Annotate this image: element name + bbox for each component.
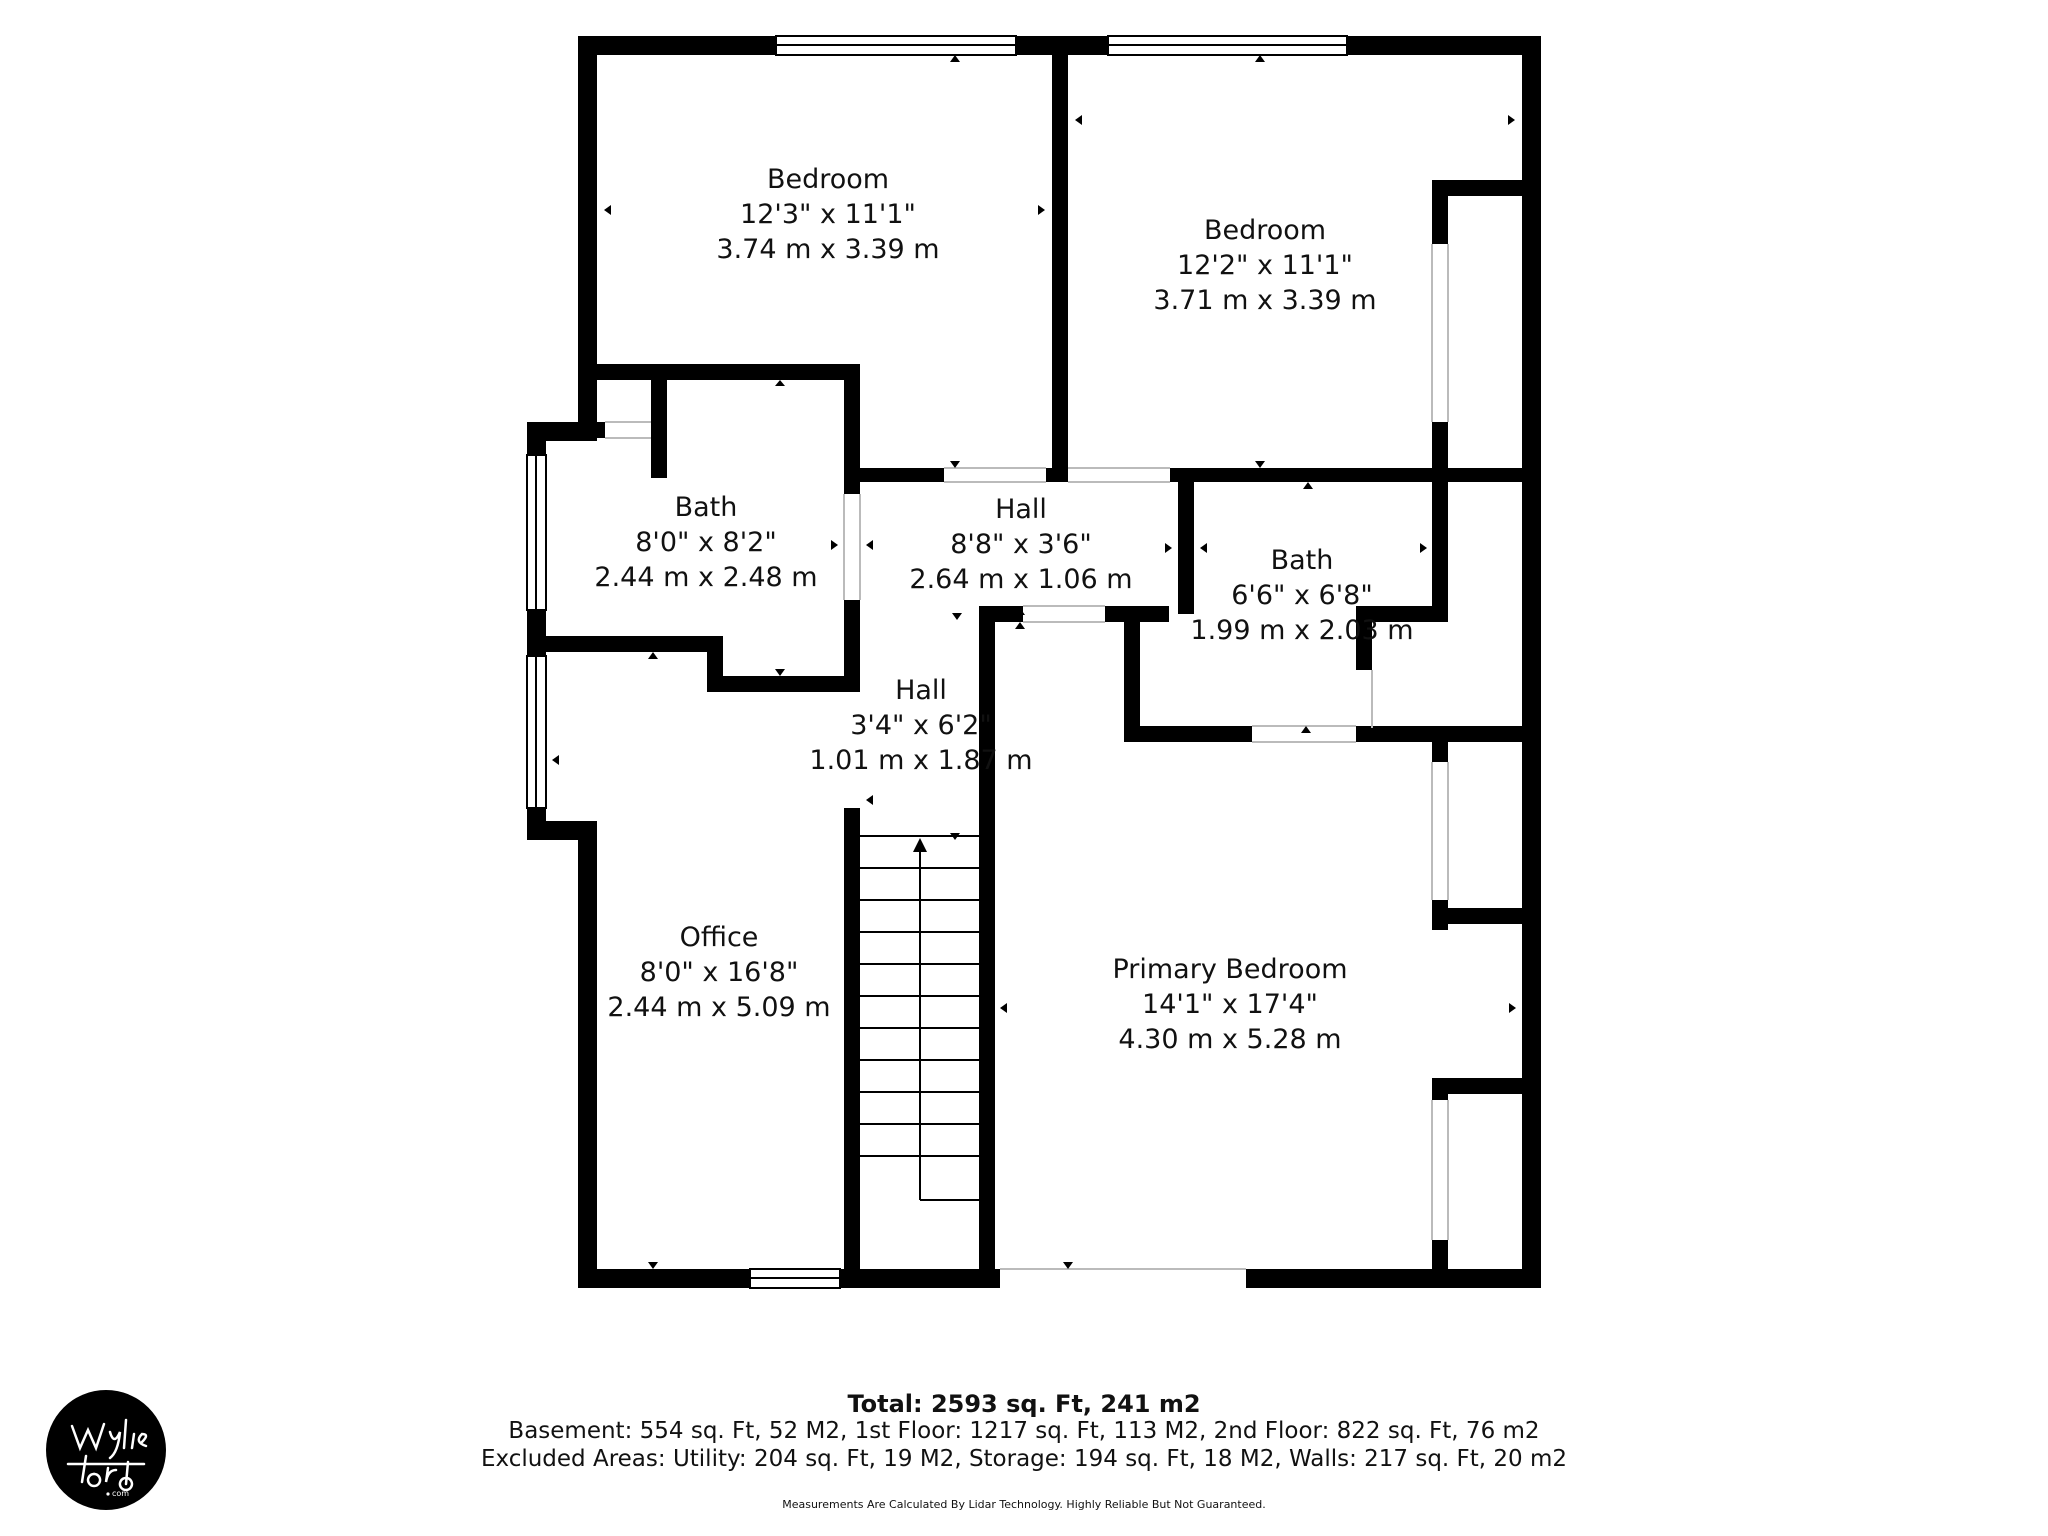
room-dimensions-imperial: 8'8" x 3'6"	[950, 529, 1092, 560]
total-area: Total: 2593 sq. Ft, 241 m2	[847, 1390, 1201, 1418]
walls	[527, 36, 1541, 1288]
room-hall-upper: Hall 8'8" x 3'6" 2.64 m x 1.06 m	[909, 492, 1132, 597]
room-dimensions-metric: 2.44 m x 2.48 m	[594, 562, 818, 593]
room-dimensions-metric: 1.01 m x 1.87 m	[809, 745, 1033, 776]
measurement-disclaimer: Measurements Are Calculated By Lidar Tec…	[782, 1498, 1266, 1511]
room-name: Bath	[1270, 545, 1334, 576]
room-dimensions-imperial: 12'2" x 11'1"	[1177, 250, 1353, 281]
room-primary-bedroom: Primary Bedroom 14'1" x 17'4" 4.30 m x 5…	[1112, 952, 1347, 1057]
room-dimensions-metric: 2.64 m x 1.06 m	[909, 564, 1133, 595]
room-name: Bedroom	[766, 164, 890, 195]
room-name: Office	[679, 922, 759, 953]
room-bedroom-right: Bedroom 12'2" x 11'1" 3.71 m x 3.39 m	[1153, 213, 1376, 318]
room-dimensions-metric: 1.99 m x 2.03 m	[1190, 615, 1414, 646]
svg-text:com: com	[112, 1489, 129, 1498]
room-name: Hall	[995, 494, 1047, 525]
excluded-areas: Excluded Areas: Utility: 204 sq. Ft, 19 …	[480, 1446, 1568, 1472]
room-hall-lower: Hall 3'4" x 6'2" 1.01 m x 1.87 m	[809, 673, 1032, 778]
room-dimensions-metric: 4.30 m x 5.28 m	[1118, 1024, 1342, 1055]
room-dimensions-imperial: 6'6" x 6'8"	[1231, 580, 1373, 611]
room-bath-left: Bath 8'0" x 8'2" 2.44 m x 2.48 m	[594, 490, 817, 595]
stairs	[860, 835, 979, 1201]
room-bedroom-left: Bedroom 12'3" x 11'1" 3.74 m x 3.39 m	[716, 162, 939, 267]
stairs-up-arrow-icon	[913, 838, 927, 852]
room-name: Bedroom	[1203, 215, 1327, 246]
room-name: Hall	[895, 675, 947, 706]
room-dimensions-metric: 2.44 m x 5.09 m	[607, 992, 831, 1023]
room-dimensions-imperial: 12'3" x 11'1"	[740, 199, 916, 230]
room-office: Office 8'0" x 16'8" 2.44 m x 5.09 m	[607, 920, 830, 1025]
room-dimensions-metric: 3.71 m x 3.39 m	[1153, 285, 1377, 316]
room-dimensions-imperial: 8'0" x 8'2"	[635, 527, 777, 558]
door-openings	[605, 244, 1449, 1270]
room-dimensions-imperial: 8'0" x 16'8"	[639, 957, 799, 988]
measure-ticks	[552, 55, 1516, 1269]
room-dimensions-metric: 3.74 m x 3.39 m	[716, 234, 940, 265]
room-name: Primary Bedroom	[1112, 954, 1348, 985]
floor-areas: Basement: 554 sq. Ft, 52 M2, 1st Floor: …	[508, 1418, 1540, 1444]
brand-logo-icon: com	[46, 1390, 166, 1510]
room-bath-right: Bath 6'6" x 6'8" 1.99 m x 2.03 m	[1190, 543, 1413, 648]
room-dimensions-imperial: 3'4" x 6'2"	[850, 710, 992, 741]
room-name: Bath	[674, 492, 738, 523]
room-dimensions-imperial: 14'1" x 17'4"	[1142, 989, 1318, 1020]
windows	[526, 35, 1348, 1289]
